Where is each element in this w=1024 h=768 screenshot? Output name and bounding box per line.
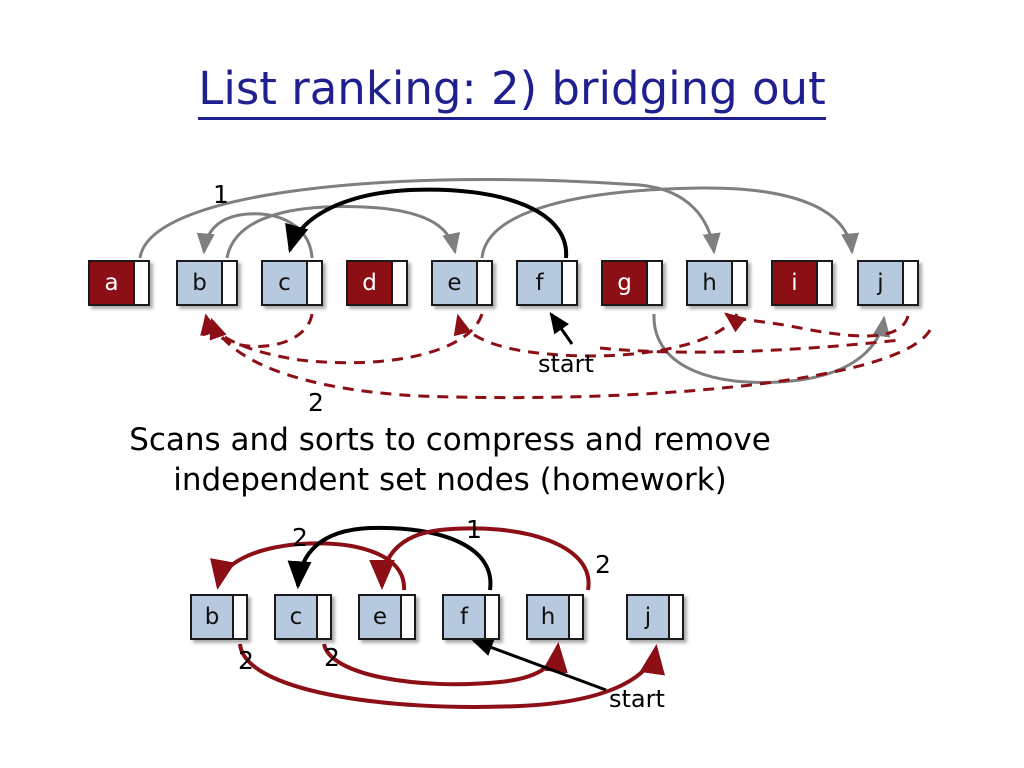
node-label: i <box>773 262 816 304</box>
arc-top-dashed-c-to-b <box>200 313 314 348</box>
list-node-e[interactable]: e <box>358 594 416 640</box>
arc-weight-1-top: 1 <box>213 180 229 209</box>
node-pointer-cell <box>561 262 576 304</box>
list-node-i[interactable]: i <box>771 260 833 306</box>
arc-bottom-h-to-e <box>369 526 591 591</box>
arc-weight-2-lower-left: 2 <box>238 646 254 675</box>
arc-top-dashed-j-to-h <box>724 312 910 338</box>
node-label: d <box>348 262 391 304</box>
node-label: h <box>688 262 731 304</box>
node-pointer-cell <box>400 596 414 638</box>
node-label: f <box>518 262 561 304</box>
page-title: List ranking: 2) bridging out <box>0 62 1024 120</box>
list-node-h[interactable]: h <box>526 594 584 640</box>
list-node-b[interactable]: b <box>190 594 248 640</box>
arc-top-b-to-e <box>225 205 461 259</box>
caption-line-1: Scans and sorts to compress and remove <box>129 422 771 458</box>
node-pointer-cell <box>646 262 661 304</box>
arc-bottom-f-to-c <box>287 525 493 591</box>
node-pointer-cell <box>316 596 330 638</box>
arc-top-bridge-black <box>285 187 569 259</box>
node-pointer-cell <box>816 262 831 304</box>
caption-text: Scans and sorts to compress and remove i… <box>40 420 860 500</box>
node-pointer-cell <box>476 262 491 304</box>
arc-top-dashed-right-tail <box>599 338 901 354</box>
arc-weight-2-upper-right: 2 <box>595 550 611 579</box>
arc-top-c-to-b <box>196 212 314 259</box>
node-label: b <box>178 262 221 304</box>
node-label: h <box>528 596 568 638</box>
list-node-f[interactable]: f <box>442 594 500 640</box>
node-pointer-cell <box>731 262 746 304</box>
node-label: a <box>90 262 133 304</box>
arc-bottom-b-to-j <box>238 643 665 709</box>
list-node-c[interactable]: c <box>274 594 332 640</box>
list-node-h[interactable]: h <box>686 260 748 306</box>
list-node-f[interactable]: f <box>516 260 578 306</box>
node-pointer-cell <box>232 596 246 638</box>
node-label: g <box>603 262 646 304</box>
list-node-a[interactable]: a <box>88 260 150 306</box>
start-arrow-bottom <box>471 639 607 692</box>
list-node-d[interactable]: d <box>346 260 408 306</box>
start-label-top: start <box>538 350 594 378</box>
node-label: e <box>360 596 400 638</box>
list-node-b[interactable]: b <box>176 260 238 306</box>
node-pointer-cell <box>902 262 917 304</box>
node-label: c <box>263 262 306 304</box>
node-pointer-cell <box>668 596 682 638</box>
node-pointer-cell <box>391 262 406 304</box>
list-node-c[interactable]: c <box>261 260 323 306</box>
arc-weight-1-upper-mid: 1 <box>466 515 482 544</box>
node-label: c <box>276 596 316 638</box>
page-title-text: List ranking: 2) bridging out <box>198 62 826 120</box>
arc-top-dashed-e-to-b <box>202 313 484 365</box>
node-pointer-cell <box>568 596 582 638</box>
start-arrow-top <box>549 312 574 345</box>
list-node-j[interactable]: j <box>626 594 684 640</box>
node-label: j <box>859 262 902 304</box>
arc-bottom-e-to-b <box>210 541 407 591</box>
arc-bottom-c-to-h <box>322 642 568 687</box>
list-node-j[interactable]: j <box>857 260 919 306</box>
node-label: e <box>433 262 476 304</box>
caption-line-2: independent set nodes (homework) <box>173 462 727 498</box>
list-node-e[interactable]: e <box>431 260 493 306</box>
arc-weight-2-upper-left: 2 <box>292 523 308 552</box>
arc-top-dashed-h-to-e <box>453 313 739 358</box>
node-label: b <box>192 596 232 638</box>
arc-top-e-to-j <box>480 186 860 259</box>
node-pointer-cell <box>133 262 148 304</box>
node-label: f <box>444 596 484 638</box>
node-pointer-cell <box>221 262 236 304</box>
arc-top-g-to-j-below <box>652 313 891 384</box>
node-pointer-cell <box>306 262 321 304</box>
node-label: j <box>628 596 668 638</box>
arc-weight-2-top: 2 <box>308 388 324 417</box>
node-pointer-cell <box>484 596 498 638</box>
arc-weight-2-lower-mid: 2 <box>324 643 340 672</box>
start-label-bottom: start <box>609 685 665 713</box>
list-node-g[interactable]: g <box>601 260 663 306</box>
